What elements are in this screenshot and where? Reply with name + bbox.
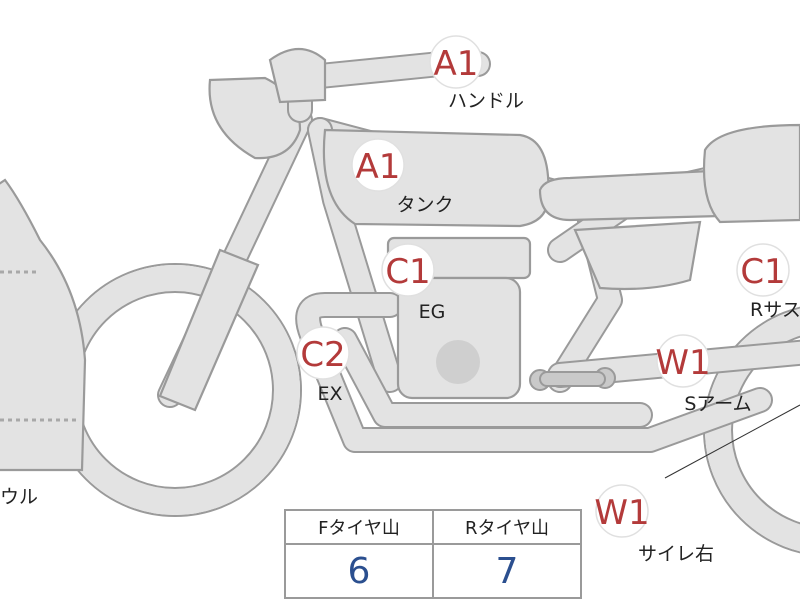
- rear-suspension-label: Rサス: [750, 299, 800, 321]
- rear-tire-header: Rタイヤ山: [432, 509, 582, 545]
- label-cowl: ウル: [0, 486, 38, 508]
- label-silencer-right: W1 サイレ右: [594, 484, 714, 565]
- rear-cowl: [702, 123, 800, 224]
- tire-tread-header-row: Fタイヤ山 Rタイヤ山: [284, 509, 582, 545]
- exhaust-label: EX: [317, 383, 342, 405]
- handle-label: ハンドル: [448, 90, 524, 112]
- rear-tire-value: 7: [432, 543, 582, 599]
- tank-label: タンク: [396, 194, 453, 216]
- engine-label: EG: [419, 301, 446, 323]
- engine-block: [386, 236, 532, 400]
- front-tire-header: Fタイヤ山: [284, 509, 434, 545]
- silencer-pointer-line: [664, 404, 800, 479]
- rear-suspension-shape: [573, 220, 702, 291]
- front-fork: [157, 107, 313, 412]
- tank-code: A1: [356, 147, 401, 187]
- swing-arm-label: Sアーム: [684, 393, 751, 415]
- swing-arm-code: W1: [655, 343, 710, 383]
- motorcycle-illustration: [0, 48, 800, 554]
- part-labels: A1 ハンドル A1 タンク C1 EG C2 EX C1 Rサス W1 Sアー…: [0, 35, 800, 565]
- front-tire-value: 6: [284, 543, 434, 599]
- label-swing-arm: W1 Sアーム: [655, 334, 752, 415]
- label-rear-suspension: C1 Rサス: [736, 243, 800, 321]
- label-handle: A1 ハンドル: [429, 35, 524, 112]
- label-engine: C1 EG: [381, 243, 446, 323]
- exhaust-code: C2: [300, 335, 345, 375]
- handle-code: A1: [434, 44, 479, 84]
- label-tank: A1 タンク: [351, 138, 454, 216]
- tire-tread-value-row: 6 7: [284, 543, 582, 599]
- silencer-right-label: サイレ右: [638, 543, 714, 565]
- cowl-label: ウル: [0, 486, 38, 508]
- tire-tread-table: Fタイヤ山 Rタイヤ山 6 7: [284, 509, 582, 599]
- front-cowl: [0, 178, 87, 472]
- exhaust-pipe: [295, 292, 773, 453]
- engine-code: C1: [385, 252, 430, 292]
- label-exhaust: C2 EX: [296, 326, 350, 405]
- silencer-right-code: W1: [594, 493, 649, 533]
- rear-suspension-code: C1: [740, 252, 785, 292]
